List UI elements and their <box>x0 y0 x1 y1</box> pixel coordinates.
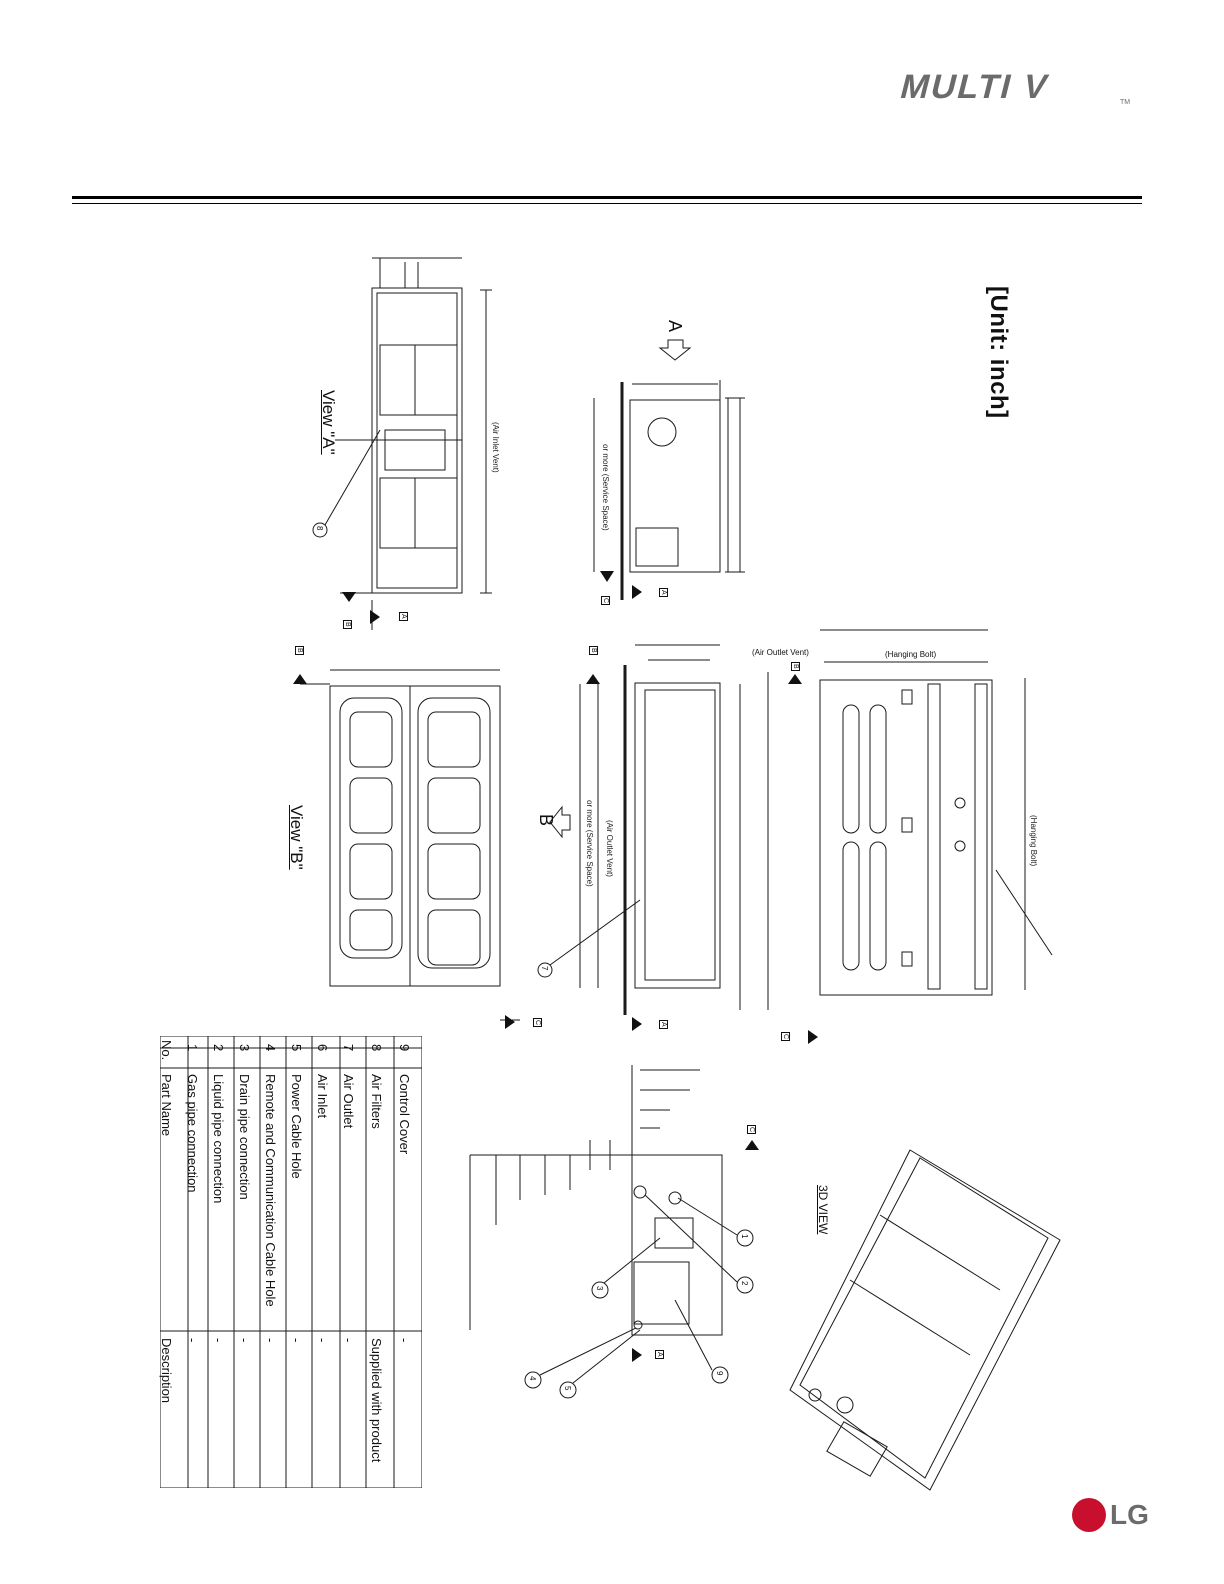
datum-b2-box: B <box>295 646 304 655</box>
datum-a3-box: A <box>659 1020 668 1029</box>
table-row-desc: - <box>397 1338 412 1343</box>
table-row-desc: - <box>263 1338 278 1343</box>
service-space-note-a: or more (Service Space) <box>601 444 610 531</box>
table-row-desc: - <box>237 1338 252 1343</box>
callout-4: 4 <box>528 1376 537 1381</box>
table-row-part: Liquid pipe connection <box>211 1074 226 1204</box>
side-view-outline <box>593 380 745 600</box>
air-inlet-vent-note: (Air Inlet Vent) <box>491 422 500 473</box>
arrow-a-label: A <box>665 320 685 333</box>
unit-label: [Unit: inch] <box>985 286 1012 419</box>
service-space-note-b: or more (Service Space) <box>585 800 594 887</box>
datum-b4-box: B <box>791 662 800 671</box>
multi-v-logo: MULTI V TM <box>897 68 1131 106</box>
table-row-no: 8 <box>369 1044 384 1052</box>
front-view-outline <box>537 644 769 1015</box>
callout-2: 2 <box>740 1281 749 1286</box>
table-row-desc: - <box>211 1338 226 1343</box>
table-row-desc: - <box>289 1338 304 1343</box>
hanging-bolt-note-vertical: (Hanging Bolt) <box>1029 815 1038 867</box>
table-row-no: 3 <box>237 1044 252 1052</box>
view-a-label: View "A" <box>319 390 338 455</box>
view-b-label: View "B" <box>287 805 306 870</box>
table-row-no: 4 <box>263 1044 278 1052</box>
table-header-part-name: Part Name <box>159 1074 174 1137</box>
callout-8: 8 <box>315 526 324 531</box>
piping-view-outline <box>469 1065 754 1399</box>
table-row-desc: Supplied with product <box>369 1338 384 1463</box>
callout-1: 1 <box>740 1234 749 1239</box>
logo-trademark: TM <box>1120 99 1130 106</box>
view-a-unit-outline <box>335 257 492 630</box>
table-row-no: 5 <box>289 1044 304 1052</box>
callout-9: 9 <box>715 1371 724 1376</box>
table-row-desc: - <box>185 1338 200 1343</box>
top-view-outline <box>819 629 1053 996</box>
isometric-view-outline <box>789 1149 1061 1491</box>
table-header-description: Description <box>159 1338 174 1404</box>
air-outlet-vent-note: (Air Outlet Vent) <box>752 648 809 657</box>
table-row-desc: - <box>341 1338 356 1343</box>
table-row-part: Drain pipe connection <box>237 1074 252 1200</box>
datum-c2-box: C <box>533 1018 542 1028</box>
hanging-bolt-note: (Hanging Bolt) <box>885 650 937 659</box>
datum-b-triangle <box>342 592 356 602</box>
logo-text: MULTI V <box>897 68 1054 105</box>
table-row-part: Gas pipe connection <box>185 1074 200 1193</box>
view-b-outline <box>300 669 520 1021</box>
table-row-part: Air Filters <box>369 1074 384 1129</box>
callout-3: 3 <box>595 1286 604 1291</box>
datum-a-box: A <box>399 612 408 621</box>
datum-a4-box: A <box>655 1350 664 1359</box>
table-row-part: Air Inlet <box>315 1074 330 1119</box>
callout-7: 7 <box>540 966 549 971</box>
table-row-part: Control Cover <box>397 1074 412 1155</box>
table-row-part: Air Outlet <box>341 1074 356 1129</box>
header-rule-top <box>72 196 1142 199</box>
table-row-no: 6 <box>315 1044 330 1052</box>
datum-c-triangle <box>600 571 614 582</box>
callout-8-circle <box>312 522 328 538</box>
table-row-no: 7 <box>341 1044 356 1052</box>
table-row-no: 9 <box>397 1044 412 1052</box>
datum-b-box: B <box>343 620 352 629</box>
datum-a2-box: A <box>659 588 668 597</box>
datum-b3-box: B <box>589 646 598 655</box>
table-row-no: 1 <box>185 1044 200 1052</box>
table-row-desc: - <box>315 1338 330 1343</box>
arrow-b-label: B <box>536 814 556 827</box>
callout-5: 5 <box>563 1386 572 1391</box>
view-3d-label: 3D VIEW <box>816 1185 830 1235</box>
datum-c4-box: C <box>747 1125 756 1135</box>
table-header-no: No. <box>159 1040 174 1061</box>
table-row-part: Power Cable Hole <box>289 1074 304 1179</box>
callout-7-circle <box>537 962 553 978</box>
datum-c-box: C <box>601 596 610 606</box>
lg-logo-text: LG <box>1110 1499 1149 1530</box>
datum-a-triangle <box>370 610 380 624</box>
header-rule-bottom <box>72 203 1142 204</box>
air-outlet-vent-note-vertical: (Air Outlet Vent) <box>605 820 614 877</box>
parts-table <box>160 1036 422 1488</box>
datum-c3-box: C <box>781 1032 790 1042</box>
datum-a2-triangle <box>632 585 642 599</box>
table-row-no: 2 <box>211 1044 226 1052</box>
lg-logo-icon <box>1072 1498 1106 1532</box>
table-row-part: Remote and Communication Cable Hole <box>263 1074 278 1307</box>
